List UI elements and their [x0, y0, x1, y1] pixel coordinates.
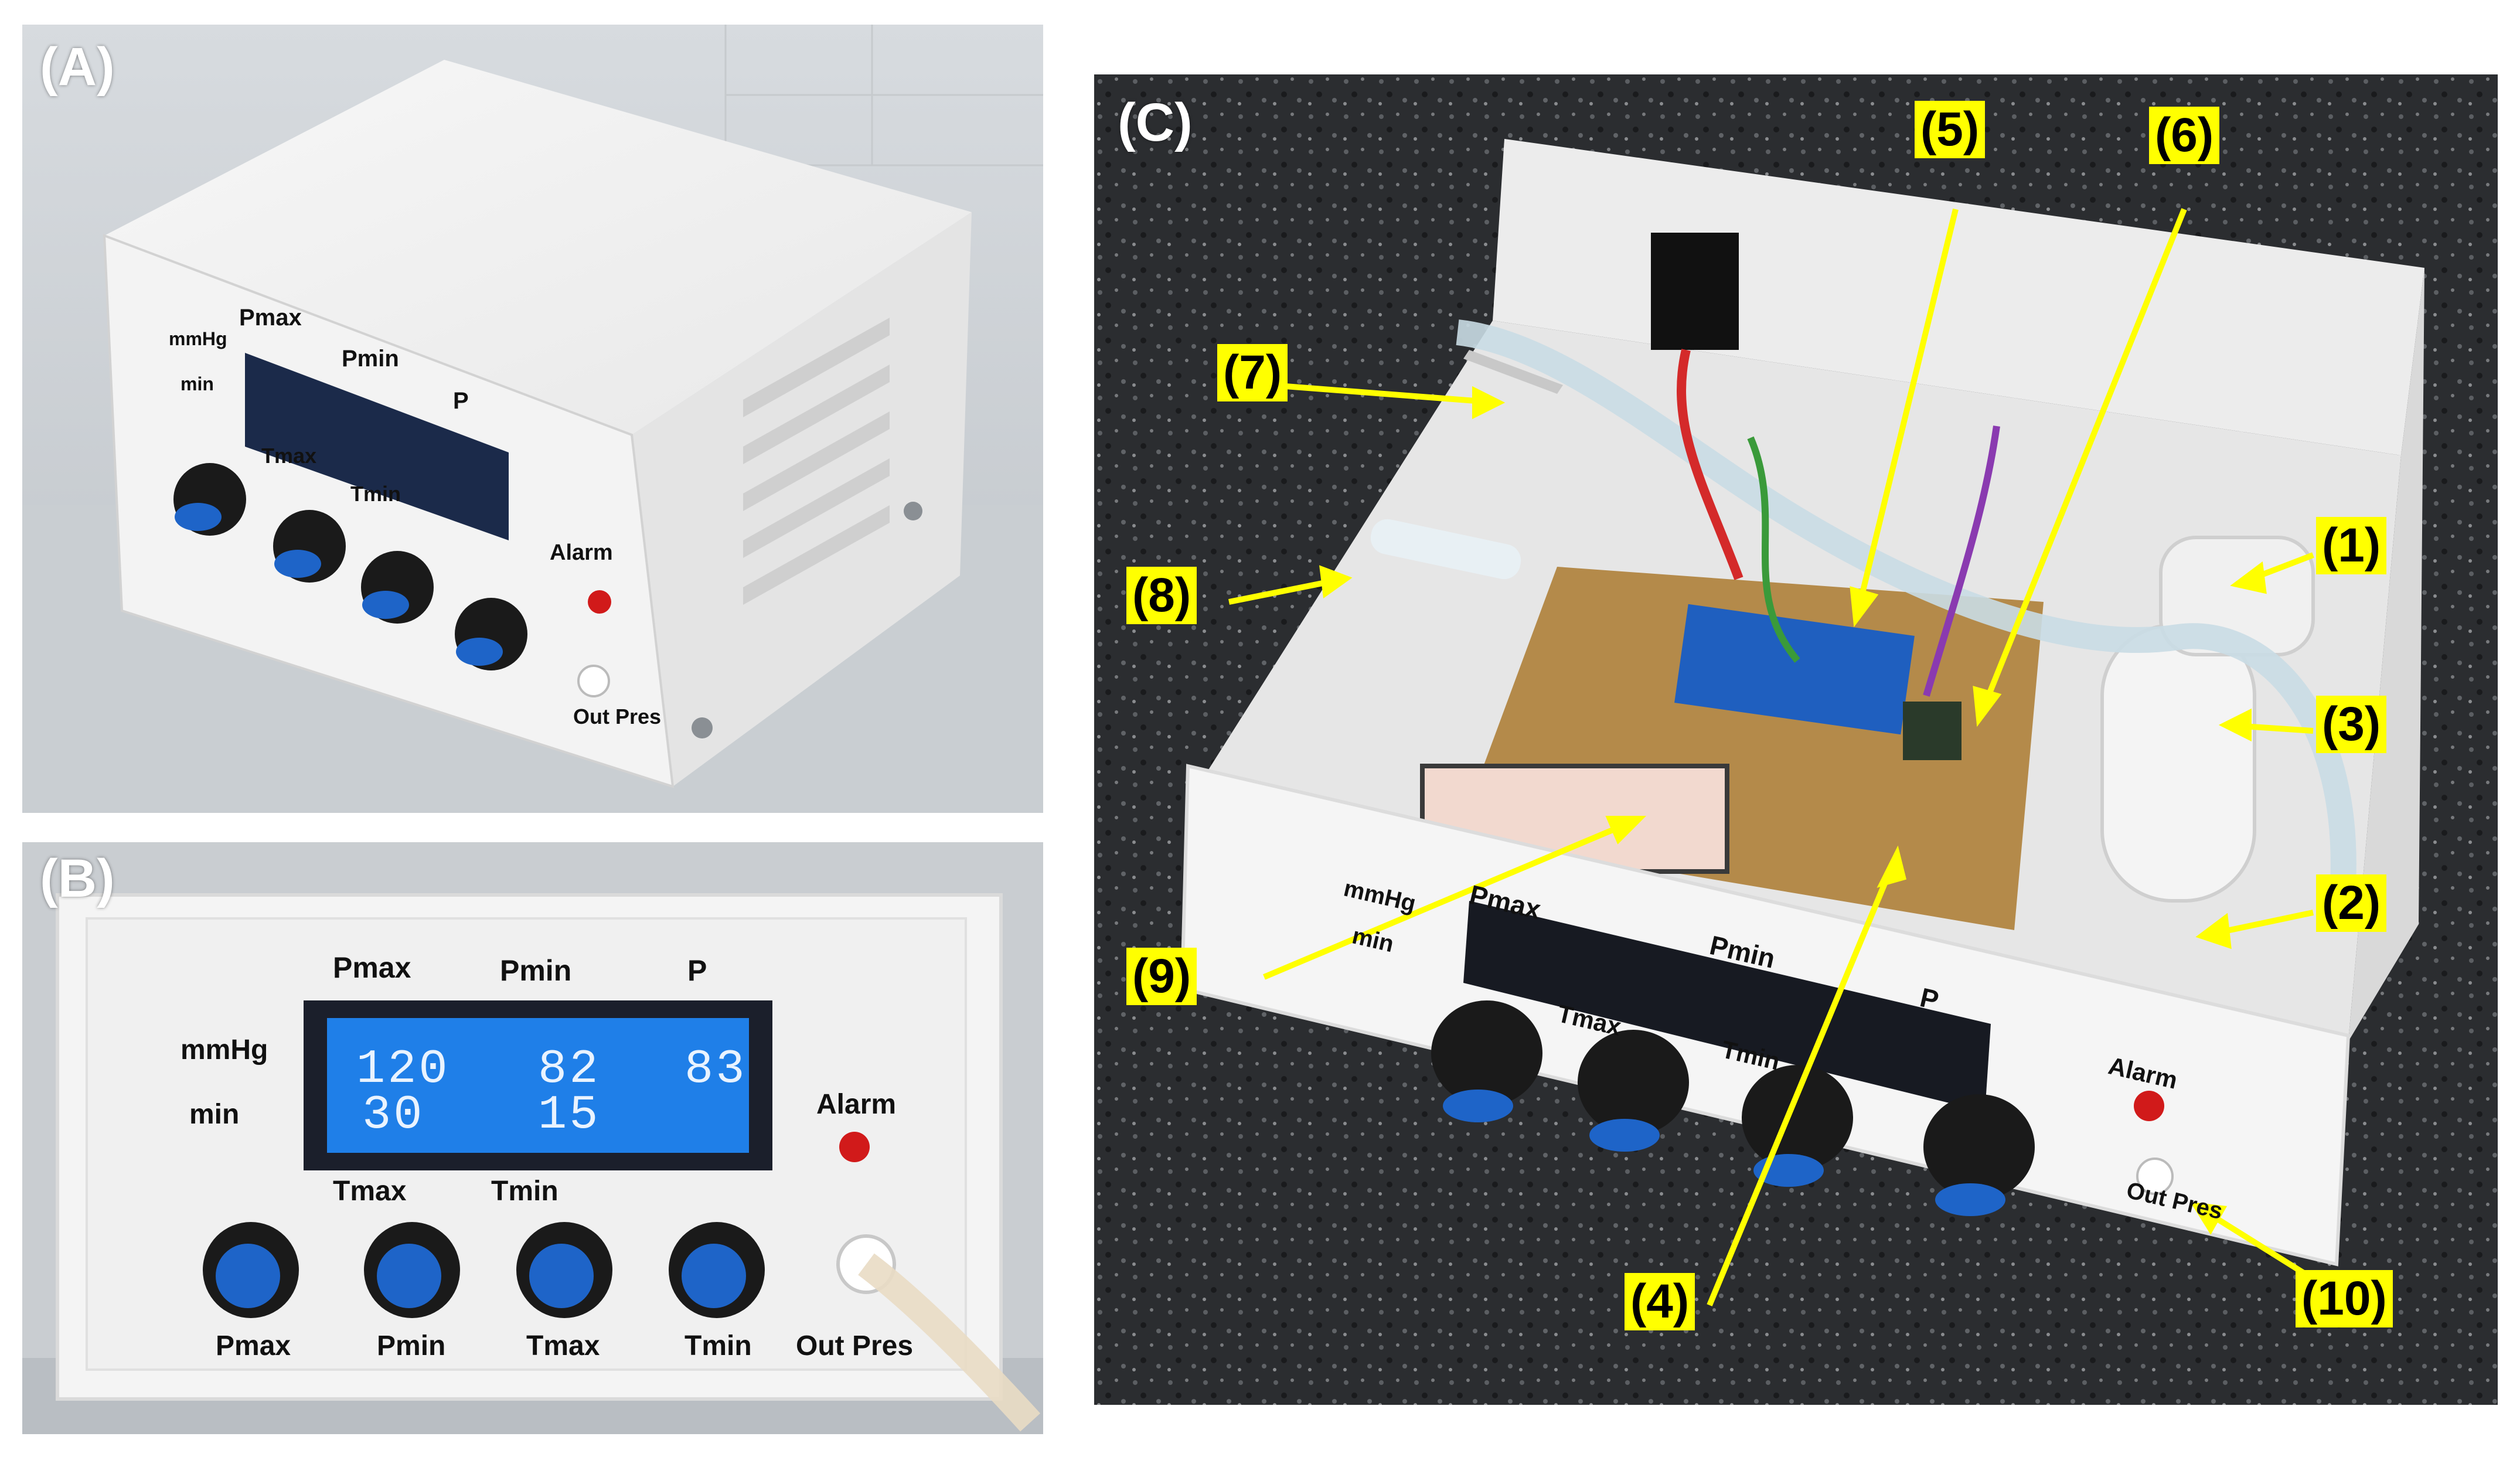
panel-letter-c: (C)	[1118, 93, 1193, 152]
knob-label-tmax: Tmax	[526, 1330, 600, 1361]
lcd-row1-p-value: 83	[685, 1042, 747, 1097]
label-tmax: Tmax	[333, 1176, 407, 1207]
label-alarm: Alarm	[550, 540, 613, 565]
panel-c-photo: (C) mmHg min Pmax Pmin P Tmax Tmin Alarm…	[1094, 74, 2498, 1405]
lcd-row2-tmax-value: 30	[362, 1088, 425, 1142]
syringe-cap	[1370, 519, 1521, 580]
knob-icon	[203, 1222, 299, 1318]
enclosure-right-wall	[2348, 268, 2424, 1041]
lcd-screen	[327, 1018, 749, 1153]
knob-label-pmax: Pmax	[216, 1330, 291, 1361]
alarm-led-icon	[2134, 1091, 2164, 1121]
knob-label-pmin: Pmin	[377, 1330, 446, 1361]
lcd-row1-pmax-value: 120	[356, 1042, 450, 1097]
callout-6: (6)	[2149, 107, 2220, 165]
label-pmin: Pmin	[342, 346, 399, 372]
callout-9: (9)	[1126, 948, 1197, 1006]
callout-8: (8)	[1126, 567, 1197, 625]
knob-icon	[1578, 1030, 1689, 1152]
arduino-nano	[1674, 604, 1915, 735]
label-mmhg: mmHg	[169, 328, 227, 349]
wire-purple	[1923, 425, 2000, 697]
label-min: min	[189, 1099, 240, 1130]
knob-icon	[173, 463, 246, 536]
callout-1: (1)	[2316, 517, 2387, 575]
knob-icon	[364, 1222, 460, 1318]
lcd-display	[245, 353, 509, 540]
callout-5: (5)	[1915, 101, 1986, 159]
label-out-pres: Out Pres	[573, 704, 662, 728]
callout-2: (2)	[2316, 874, 2387, 932]
label-tmax: Tmax	[261, 444, 317, 468]
knob-icon	[455, 598, 527, 670]
out-pres-port-icon	[2136, 1158, 2174, 1195]
label-p: P	[453, 388, 469, 414]
callout-arrows	[1228, 208, 2338, 1306]
label-tmin: Tmin	[350, 482, 401, 506]
lcd-display	[1463, 901, 1991, 1112]
lcd-row2-tmin-value: 15	[538, 1088, 601, 1142]
knob-icon	[669, 1222, 765, 1318]
knob-icon	[361, 551, 434, 624]
knob-icon	[1431, 1000, 1542, 1122]
enclosure-back-wall	[1493, 139, 2424, 455]
panel-a-scene	[22, 25, 1043, 813]
device-side	[632, 212, 972, 787]
label-min: min	[181, 373, 214, 394]
label-pmin: Pmin	[500, 954, 572, 987]
label-out-pres: Out Pres	[796, 1330, 914, 1361]
panel-a-photo: (A) Pmax Pmin P mmHg min Tmax Tmin Alarm…	[22, 25, 1043, 813]
panel-b-scene	[22, 842, 1043, 1434]
panel-letter-b: (B)	[40, 849, 115, 908]
out-pres-port-icon	[577, 665, 610, 697]
screw-icon	[692, 717, 713, 738]
pressure-sensor	[1903, 702, 1961, 760]
callout-4: (4)	[1625, 1273, 1695, 1331]
label-pmax: Pmax	[333, 951, 411, 984]
alarm-led-icon	[839, 1132, 870, 1162]
silicone-tubing	[1456, 319, 2356, 896]
panel-c-scene	[1094, 74, 2498, 1405]
side-vents	[743, 318, 890, 605]
silicone-tube	[858, 1253, 1041, 1432]
wire-green	[1747, 436, 1800, 663]
wire-red	[1677, 349, 1743, 580]
power-switch	[1651, 233, 1739, 350]
lcd-row1-pmin-value: 82	[538, 1042, 601, 1097]
label-mmhg: mmHg	[181, 1034, 268, 1065]
alarm-led-icon	[588, 590, 611, 614]
label-tmin: Tmin	[491, 1176, 559, 1207]
callout-10: (10)	[2296, 1270, 2393, 1328]
air-pump	[2100, 624, 2256, 903]
callout-3: (3)	[2316, 696, 2387, 754]
knob-icon	[273, 510, 346, 583]
label-alarm: Alarm	[816, 1089, 897, 1120]
panel-b-photo: (B) Pmax Pmin P mmHg min 120 82 83 30 15…	[22, 842, 1043, 1434]
label-pmax: Pmax	[239, 305, 302, 331]
screw-icon	[904, 502, 922, 520]
label-p: P	[687, 954, 707, 987]
knob-label-tmin: Tmin	[685, 1330, 752, 1361]
needle	[1463, 350, 1563, 394]
knob-icon	[516, 1222, 612, 1318]
panel-letter-a: (A)	[40, 37, 115, 97]
callout-7: (7)	[1217, 344, 1288, 402]
device-top	[104, 60, 972, 435]
knob-icon	[1923, 1094, 2035, 1216]
